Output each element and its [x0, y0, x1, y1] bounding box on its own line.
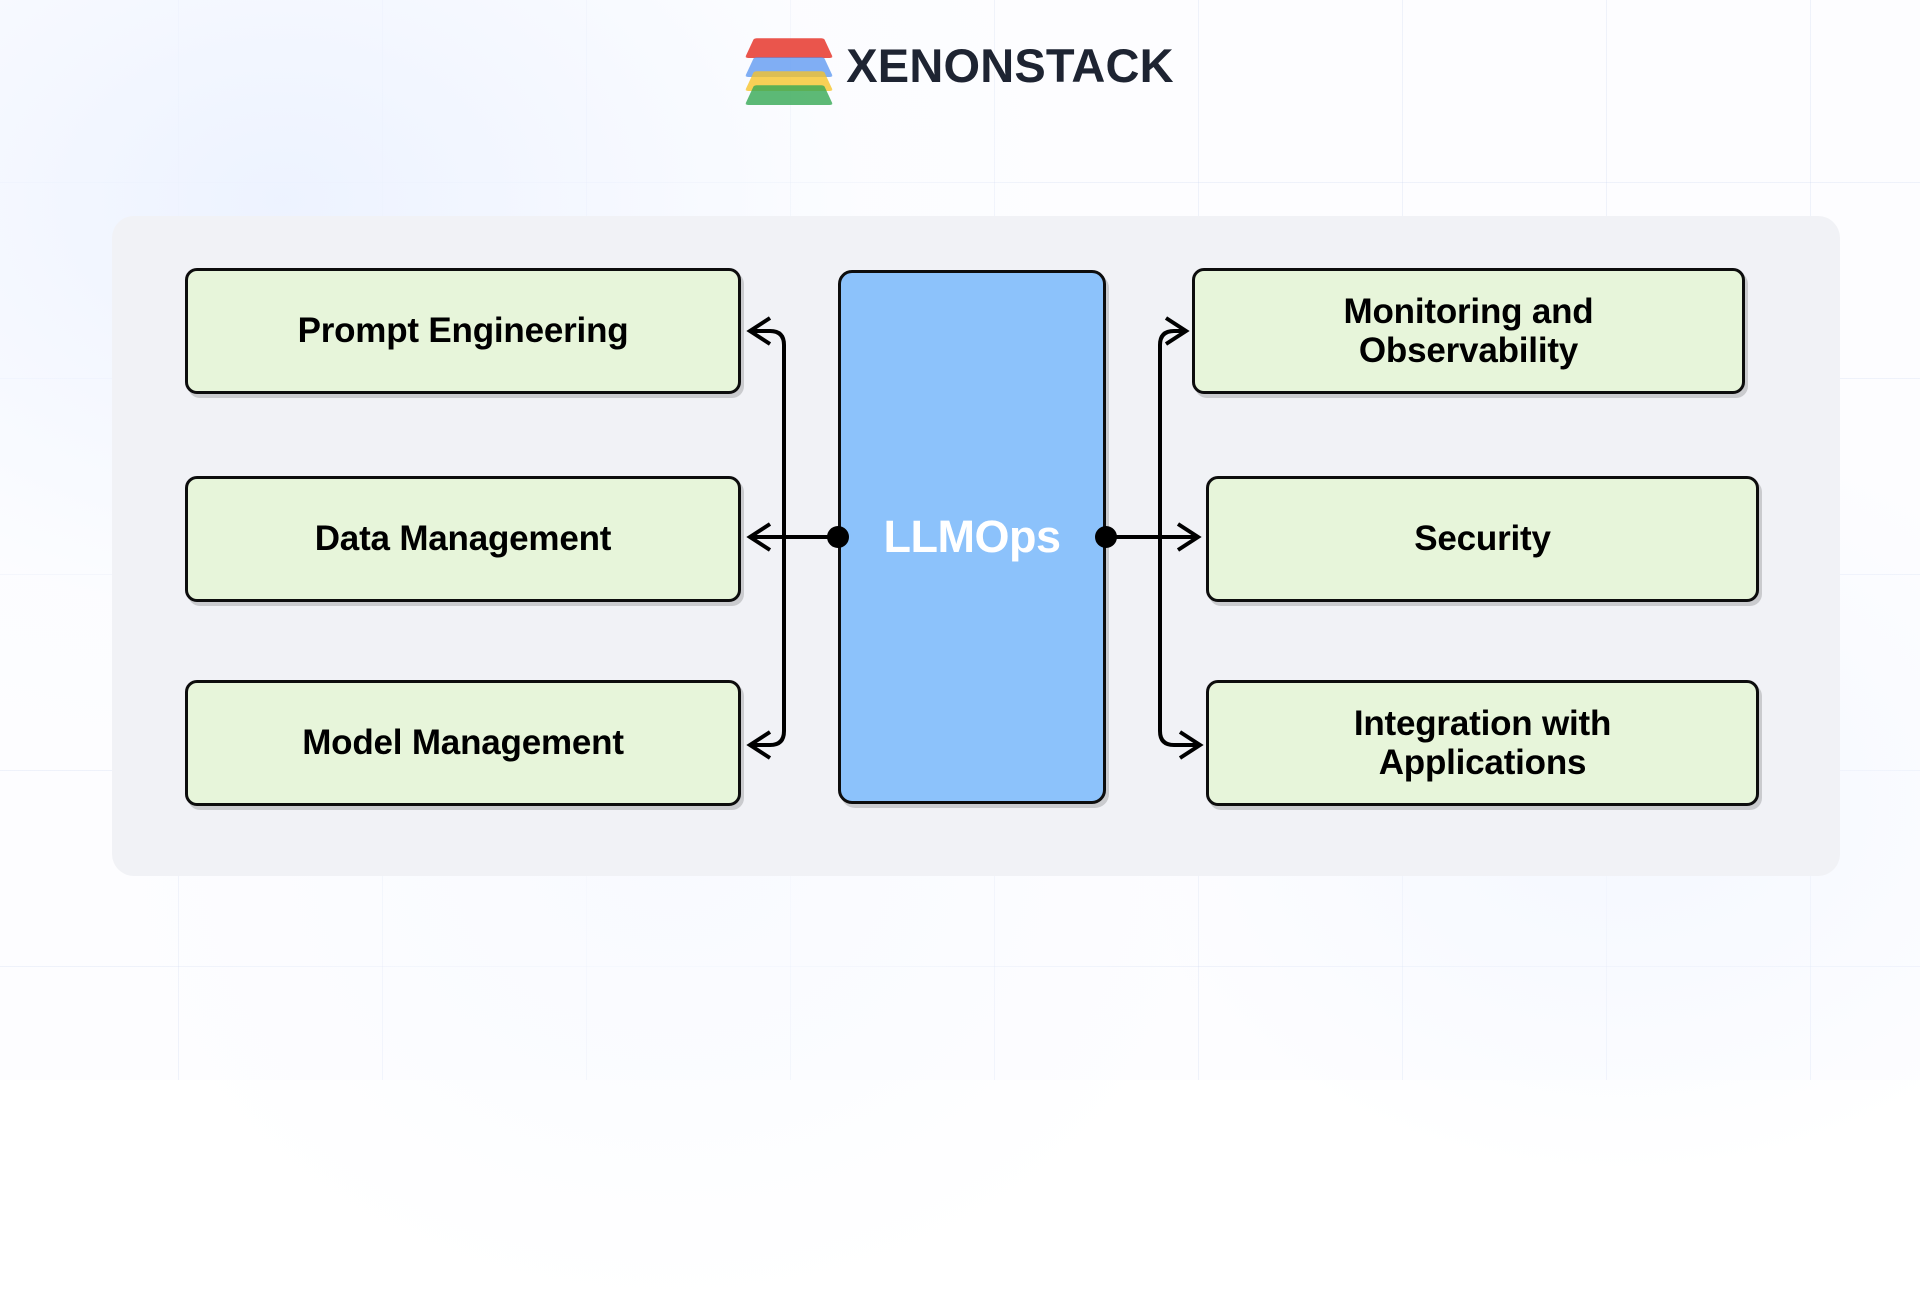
node-prompt-engineering-label: Prompt Engineering [297, 311, 629, 351]
xenonstack-stacked-layers-icon [745, 22, 834, 108]
node-security-label: Security [1414, 519, 1551, 559]
node-integration-applications[interactable]: Integration with Applications [1206, 680, 1759, 806]
brand-header: XENONSTACK [0, 22, 1920, 108]
node-security[interactable]: Security [1206, 476, 1759, 602]
node-monitoring-observability-label: Monitoring and Observability [1344, 292, 1594, 370]
label-line-1: Monitoring and [1343, 291, 1594, 331]
label-line-2: Applications [1378, 743, 1587, 782]
node-data-management[interactable]: Data Management [185, 476, 741, 602]
label-line-1: Integration with [1353, 703, 1612, 743]
label-line-2: Observability [1358, 331, 1579, 370]
node-data-management-label: Data Management [314, 519, 612, 559]
node-integration-applications-label: Integration with Applications [1353, 703, 1612, 782]
node-model-management-label: Model Management [302, 723, 624, 763]
node-monitoring-observability[interactable]: Monitoring and Observability [1192, 268, 1745, 394]
logo-layer-green-icon [745, 85, 834, 106]
node-llmops-label: LLMOps [883, 511, 1061, 562]
node-prompt-engineering[interactable]: Prompt Engineering [185, 268, 741, 394]
node-llmops-hub[interactable]: LLMOps [838, 270, 1106, 804]
brand-name: XENONSTACK [846, 38, 1174, 92]
node-model-management[interactable]: Model Management [185, 680, 741, 806]
logo-layer-red-icon [745, 38, 834, 59]
